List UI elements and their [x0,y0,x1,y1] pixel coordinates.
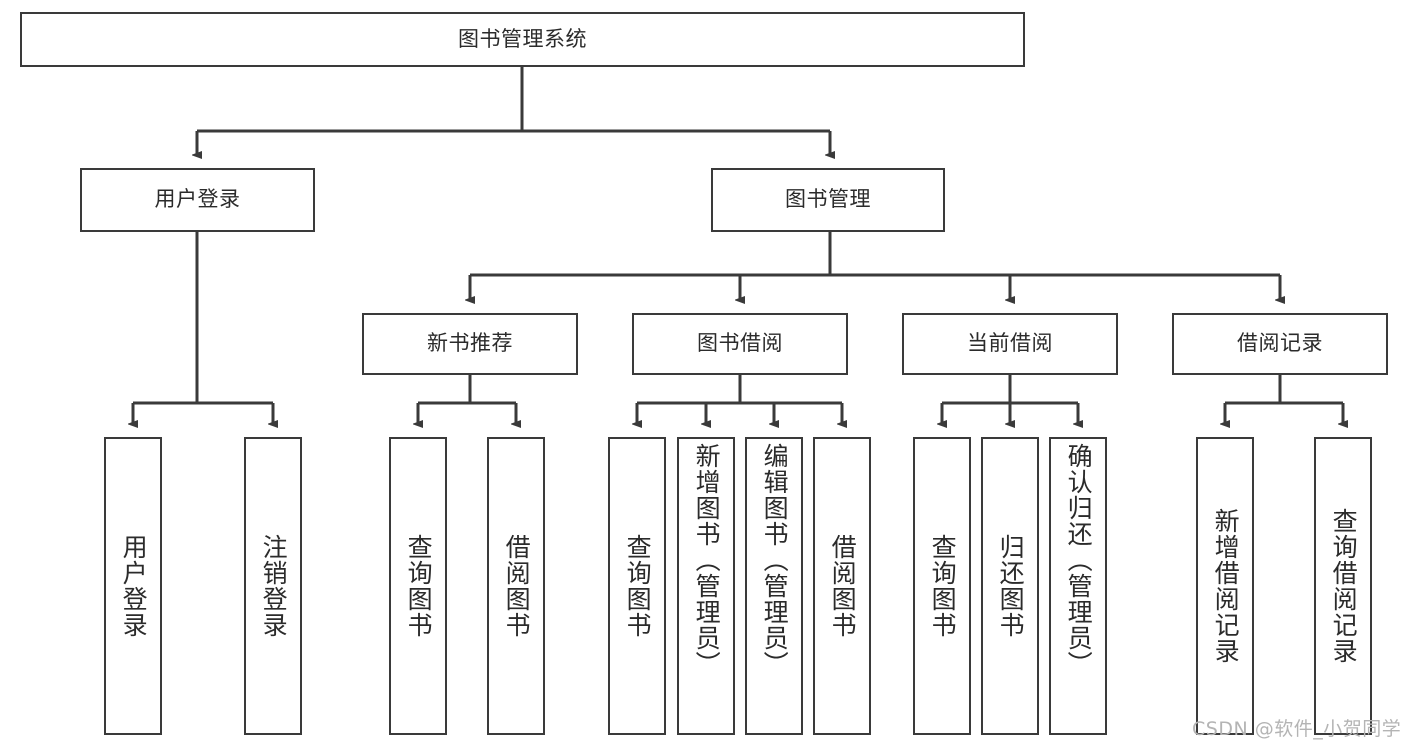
node-root-system[interactable]: 图书管理系统 [20,12,1025,67]
node-book-borrow[interactable]: 图书借阅 [632,313,848,375]
node-leaf-user-login[interactable]: 用户登录 [104,437,162,735]
node-leaf-query-borrow-record[interactable]: 查询借阅记录 [1314,437,1372,735]
node-leaf-borrow-book[interactable]: 借阅图书 [813,437,871,735]
node-leaf-edit-book-admin[interactable]: 编辑图书（管理员） [745,437,803,735]
node-new-book-recommend[interactable]: 新书推荐 [362,313,578,375]
node-leaf-add-book-admin[interactable]: 新增图书（管理员） [677,437,735,735]
node-leaf-query-book-current[interactable]: 查询图书 [913,437,971,735]
node-leaf-borrow-book-recommend[interactable]: 借阅图书 [487,437,545,735]
node-leaf-add-borrow-record[interactable]: 新增借阅记录 [1196,437,1254,735]
node-leaf-return-book[interactable]: 归还图书 [981,437,1039,735]
node-current-borrow[interactable]: 当前借阅 [902,313,1118,375]
node-borrow-record[interactable]: 借阅记录 [1172,313,1388,375]
node-user-login[interactable]: 用户登录 [80,168,315,232]
node-leaf-confirm-return-admin[interactable]: 确认归还（管理员） [1049,437,1107,735]
watermark-text: CSDN @软件_小贺同学 [1192,718,1402,740]
node-leaf-query-book-recommend[interactable]: 查询图书 [389,437,447,735]
node-leaf-user-logout[interactable]: 注销登录 [244,437,302,735]
node-leaf-query-book-borrow[interactable]: 查询图书 [608,437,666,735]
node-book-management[interactable]: 图书管理 [711,168,945,232]
